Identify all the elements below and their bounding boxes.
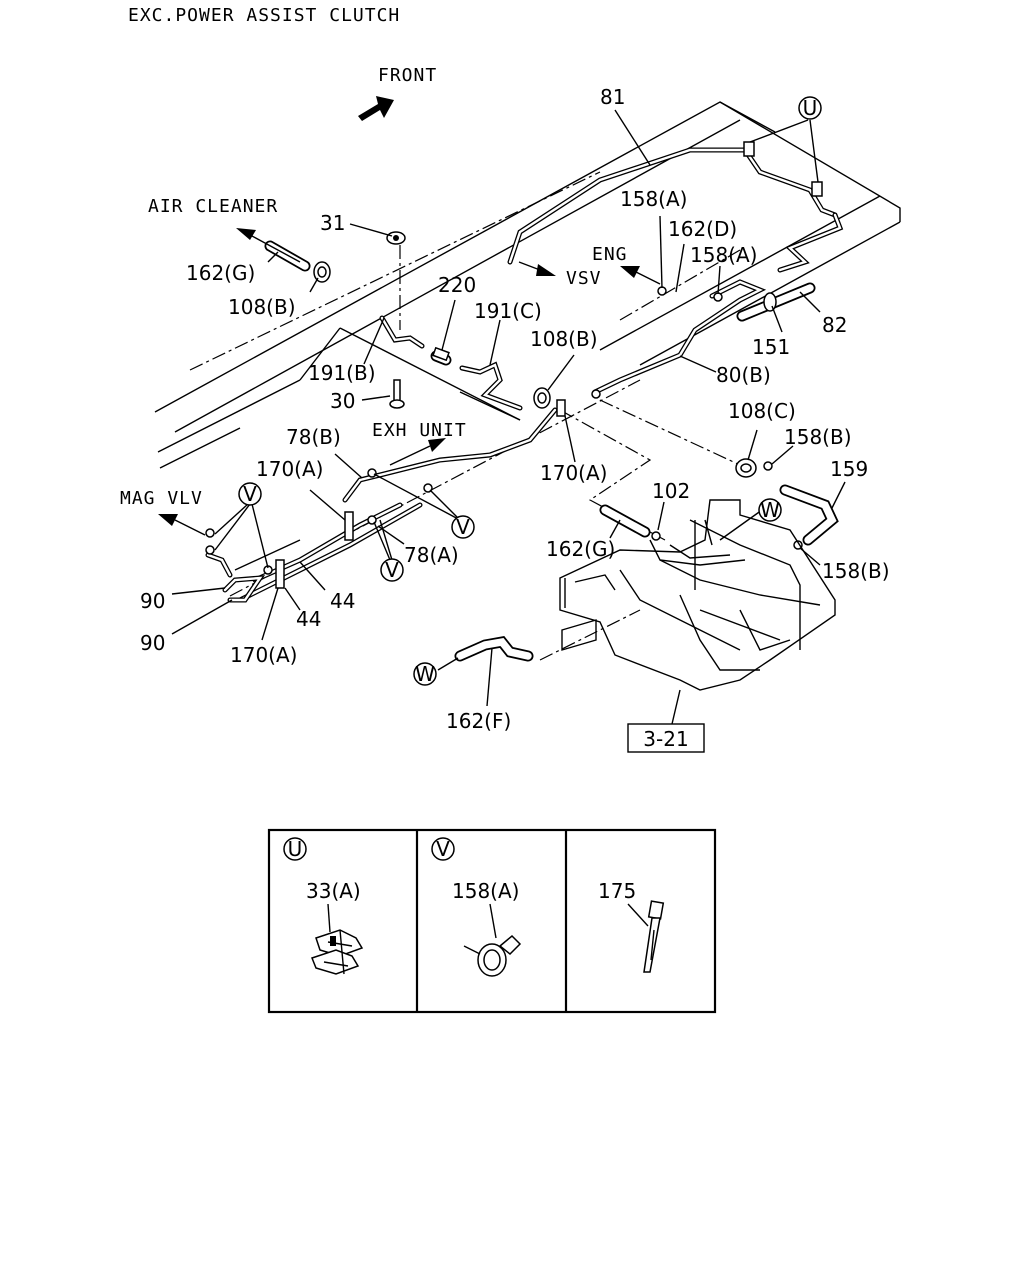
- front-label: FRONT: [378, 65, 437, 86]
- callout-78b: 78(B): [286, 425, 341, 449]
- callout-162g: 162(G): [546, 537, 615, 561]
- callout-108b: 108(B): [228, 295, 296, 319]
- cable-tie-175-icon: [643, 900, 665, 973]
- callout-108c: 108(C): [728, 399, 796, 423]
- callout-82: 82: [822, 313, 847, 337]
- ref-box: [627, 723, 705, 753]
- callout-170a: 170(A): [540, 461, 607, 485]
- callout-170a: 170(A): [256, 457, 323, 481]
- vsv-label: VSV: [566, 268, 602, 289]
- svg-text:V: V: [456, 515, 470, 539]
- legend-cell-u: U 33(A): [283, 837, 364, 975]
- callout-158a: 158(A): [620, 187, 687, 211]
- clip-33a-icon: [311, 929, 364, 975]
- legend-marker: V: [436, 837, 450, 861]
- eng-label: ENG: [592, 244, 628, 265]
- svg-text:U: U: [803, 96, 818, 120]
- callout-158b: 158(B): [784, 425, 852, 449]
- callout-108b: 108(B): [530, 327, 598, 351]
- marker-v-icon: V: [451, 515, 475, 539]
- svg-text:W: W: [760, 498, 780, 522]
- leader-lines: [171, 109, 846, 725]
- callout-151: 151: [752, 335, 790, 359]
- callout-90: 90: [140, 631, 165, 655]
- callout-31: 31: [320, 211, 345, 235]
- legend-part: 33(A): [306, 879, 361, 903]
- callout-44: 44: [330, 589, 355, 613]
- legend-cell-175: 175: [598, 879, 665, 973]
- legend-cell-v: V 158(A): [431, 837, 522, 977]
- callouts: 81 31 162(G) 108(B) 220 191(C) 158(A) 16…: [140, 85, 890, 733]
- callout-170a: 170(A): [230, 643, 297, 667]
- legend-part: 175: [598, 879, 636, 903]
- marker-v-icon: V: [380, 558, 404, 582]
- ref-box-label: 3-21: [643, 727, 688, 751]
- marker-w-icon: W: [758, 498, 782, 522]
- fittings: [205, 141, 823, 589]
- callout-158a: 158(A): [690, 243, 757, 267]
- callout-90: 90: [140, 589, 165, 613]
- legend-table: U 33(A) V 158(A): [267, 828, 717, 1014]
- callout-162g: 162(G): [186, 261, 255, 285]
- callout-44: 44: [296, 607, 321, 631]
- callout-78a: 78(A): [404, 543, 459, 567]
- air-cleaner-label: AIR CLEANER: [148, 196, 278, 217]
- exh-unit-label: EXH UNIT: [372, 420, 467, 441]
- svg-text:V: V: [385, 558, 399, 582]
- hose-clip-158a-icon: [463, 934, 522, 977]
- callout-80b: 80(B): [716, 363, 771, 387]
- canister-unit: [559, 499, 836, 691]
- callout-81: 81: [600, 85, 625, 109]
- marker-u-icon: U: [798, 96, 822, 120]
- callout-220: 220: [438, 273, 476, 297]
- callout-102: 102: [652, 479, 690, 503]
- callout-191b: 191(B): [308, 361, 376, 385]
- callout-162d: 162(D): [668, 217, 737, 241]
- marker-v-icon: V: [238, 482, 262, 506]
- callout-30: 30: [330, 389, 355, 413]
- legend-part: 158(A): [452, 879, 519, 903]
- front-arrow-icon: [358, 96, 394, 121]
- diagram-title: EXC.POWER ASSIST CLUTCH: [128, 5, 400, 26]
- callout-162f: 162(F): [446, 709, 511, 733]
- svg-text:W: W: [415, 662, 435, 686]
- svg-text:V: V: [243, 482, 257, 506]
- callout-191c: 191(C): [474, 299, 542, 323]
- callout-158b: 158(B): [822, 559, 890, 583]
- mag-vlv-label: MAG VLV: [120, 488, 203, 509]
- direction-arrows: [158, 228, 661, 536]
- callout-159: 159: [830, 457, 868, 481]
- marker-w-icon: W: [413, 662, 437, 686]
- legend-marker: U: [288, 837, 303, 861]
